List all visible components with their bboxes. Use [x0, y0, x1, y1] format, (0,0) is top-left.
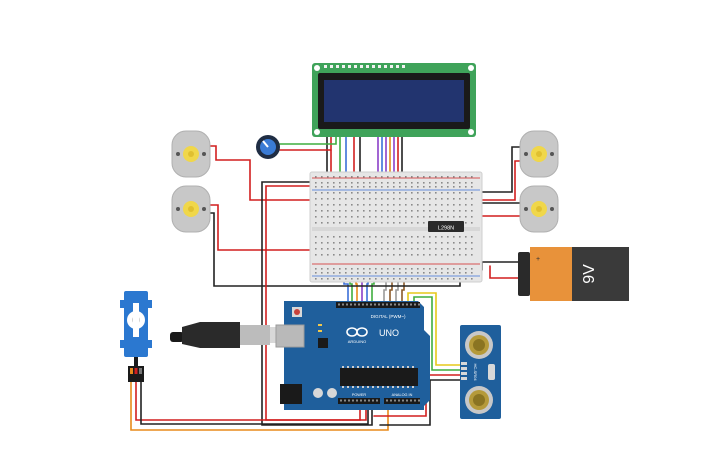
arduino-model: UNO — [379, 328, 399, 338]
wire-batt-red — [489, 265, 521, 279]
digital-label: DIGITAL (PWM~) — [371, 314, 406, 319]
ic-chip-label: L298N — [438, 226, 454, 232]
digital-header-pins — [338, 303, 420, 306]
lcd-display-icon[interactable] — [312, 63, 476, 137]
ultrasonic-pins — [461, 362, 467, 380]
wire-us-black — [379, 379, 461, 426]
wire-motor-bl-red — [209, 204, 341, 251]
wire-batt-black — [481, 261, 521, 271]
arduino-brand: ARDUINO — [348, 339, 366, 344]
lcd-pin-header — [324, 65, 405, 68]
mcu-pins — [342, 366, 414, 388]
breadboard-icon[interactable] — [309, 171, 483, 283]
wire-motor-tr2 — [469, 160, 521, 201]
battery-plus: + — [536, 256, 540, 263]
dc-motor-icon[interactable] — [171, 130, 211, 178]
dc-motor-icon[interactable] — [519, 130, 559, 178]
dc-motor-icon[interactable] — [519, 185, 559, 233]
usb-cable-icon — [170, 322, 286, 348]
bottom-header-pins — [340, 399, 420, 402]
analog-label: ANALOG IN — [392, 393, 413, 397]
servo-icon[interactable] — [120, 291, 152, 382]
battery-label: 9V — [581, 264, 598, 284]
wire-servo-red — [135, 381, 361, 421]
arduino-logo-icon — [346, 327, 368, 337]
battery-icon[interactable]: 9V + — [518, 247, 629, 301]
potentiometer-icon[interactable] — [256, 135, 280, 159]
arduino-board-icon[interactable]: DIGITAL (PWM~) UNO ARDUINO POWER ANALOG … — [275, 301, 430, 410]
wire-servo-orange — [130, 381, 389, 431]
wire-us-yellow — [407, 292, 461, 366]
ultrasonic-label: HC-SR04 — [473, 363, 478, 381]
wire-us-green — [413, 296, 461, 371]
wire-motor-tr — [469, 146, 521, 193]
ic-chip-icon[interactable]: L298N — [428, 221, 464, 232]
wire-gnd-loop — [261, 181, 373, 426]
wire-pot-1 — [279, 136, 337, 145]
dc-motor-icon[interactable] — [171, 185, 211, 233]
wire-servo-black — [140, 381, 369, 425]
power-label: POWER — [352, 393, 367, 397]
ultrasonic-sensor-icon[interactable]: HC-SR04 — [460, 325, 501, 419]
wire-motor-tl-red — [209, 145, 317, 201]
breadboard-holes — [315, 176, 473, 280]
